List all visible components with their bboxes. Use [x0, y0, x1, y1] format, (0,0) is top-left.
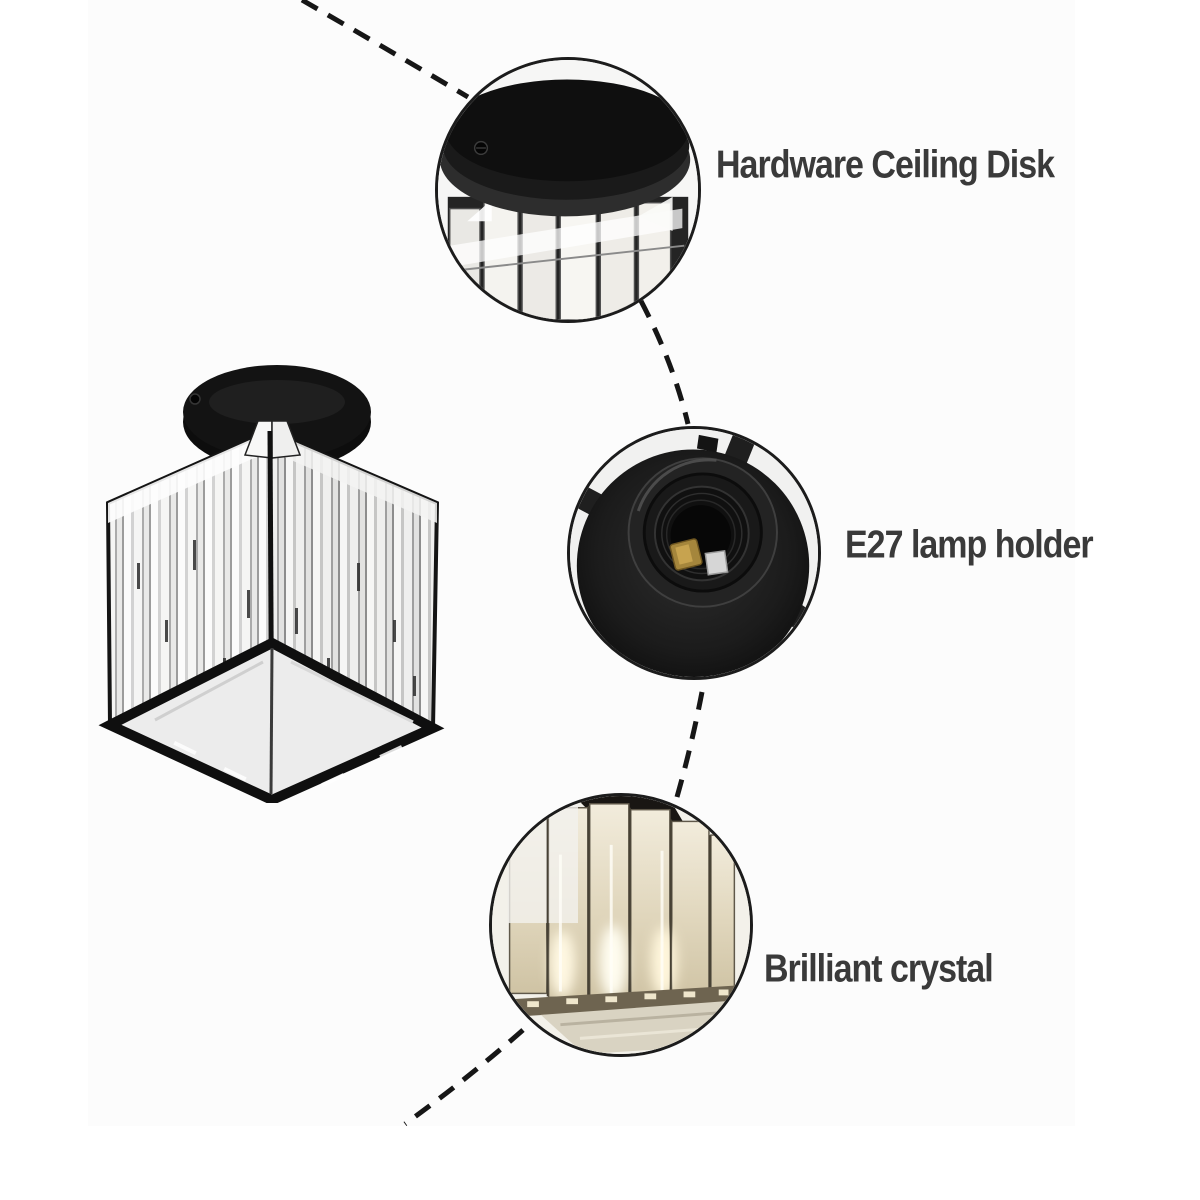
lamp-holder-closeup-photo — [570, 429, 818, 677]
callout-label-brilliant-crystal: Brilliant crystal — [764, 946, 994, 991]
callout-label-hardware-ceiling-disk: Hardware Ceiling Disk — [716, 142, 1055, 187]
product-photo-main-lamp — [98, 365, 445, 803]
callout-label-e27-lamp-holder: E27 lamp holder — [845, 522, 1094, 567]
callout-circle-e27-lamp-holder — [567, 426, 821, 680]
callout-circle-hardware-ceiling-disk — [435, 57, 701, 323]
dash-segment-top — [300, 0, 470, 100]
ceramic-tab — [704, 549, 729, 576]
mirror-bottom-face — [98, 637, 445, 803]
callout-circle-brilliant-crystal — [489, 793, 753, 1057]
dash-segment-disk-to-holder — [638, 299, 691, 425]
ceiling-disk-closeup-photo — [438, 60, 698, 320]
dash-segment-holder-to-crystal — [674, 691, 705, 798]
brass-contact — [669, 538, 703, 571]
dash-segment-bottom — [403, 1028, 525, 1127]
crystal-closeup-photo — [492, 796, 750, 1054]
screw-detail — [189, 393, 201, 405]
